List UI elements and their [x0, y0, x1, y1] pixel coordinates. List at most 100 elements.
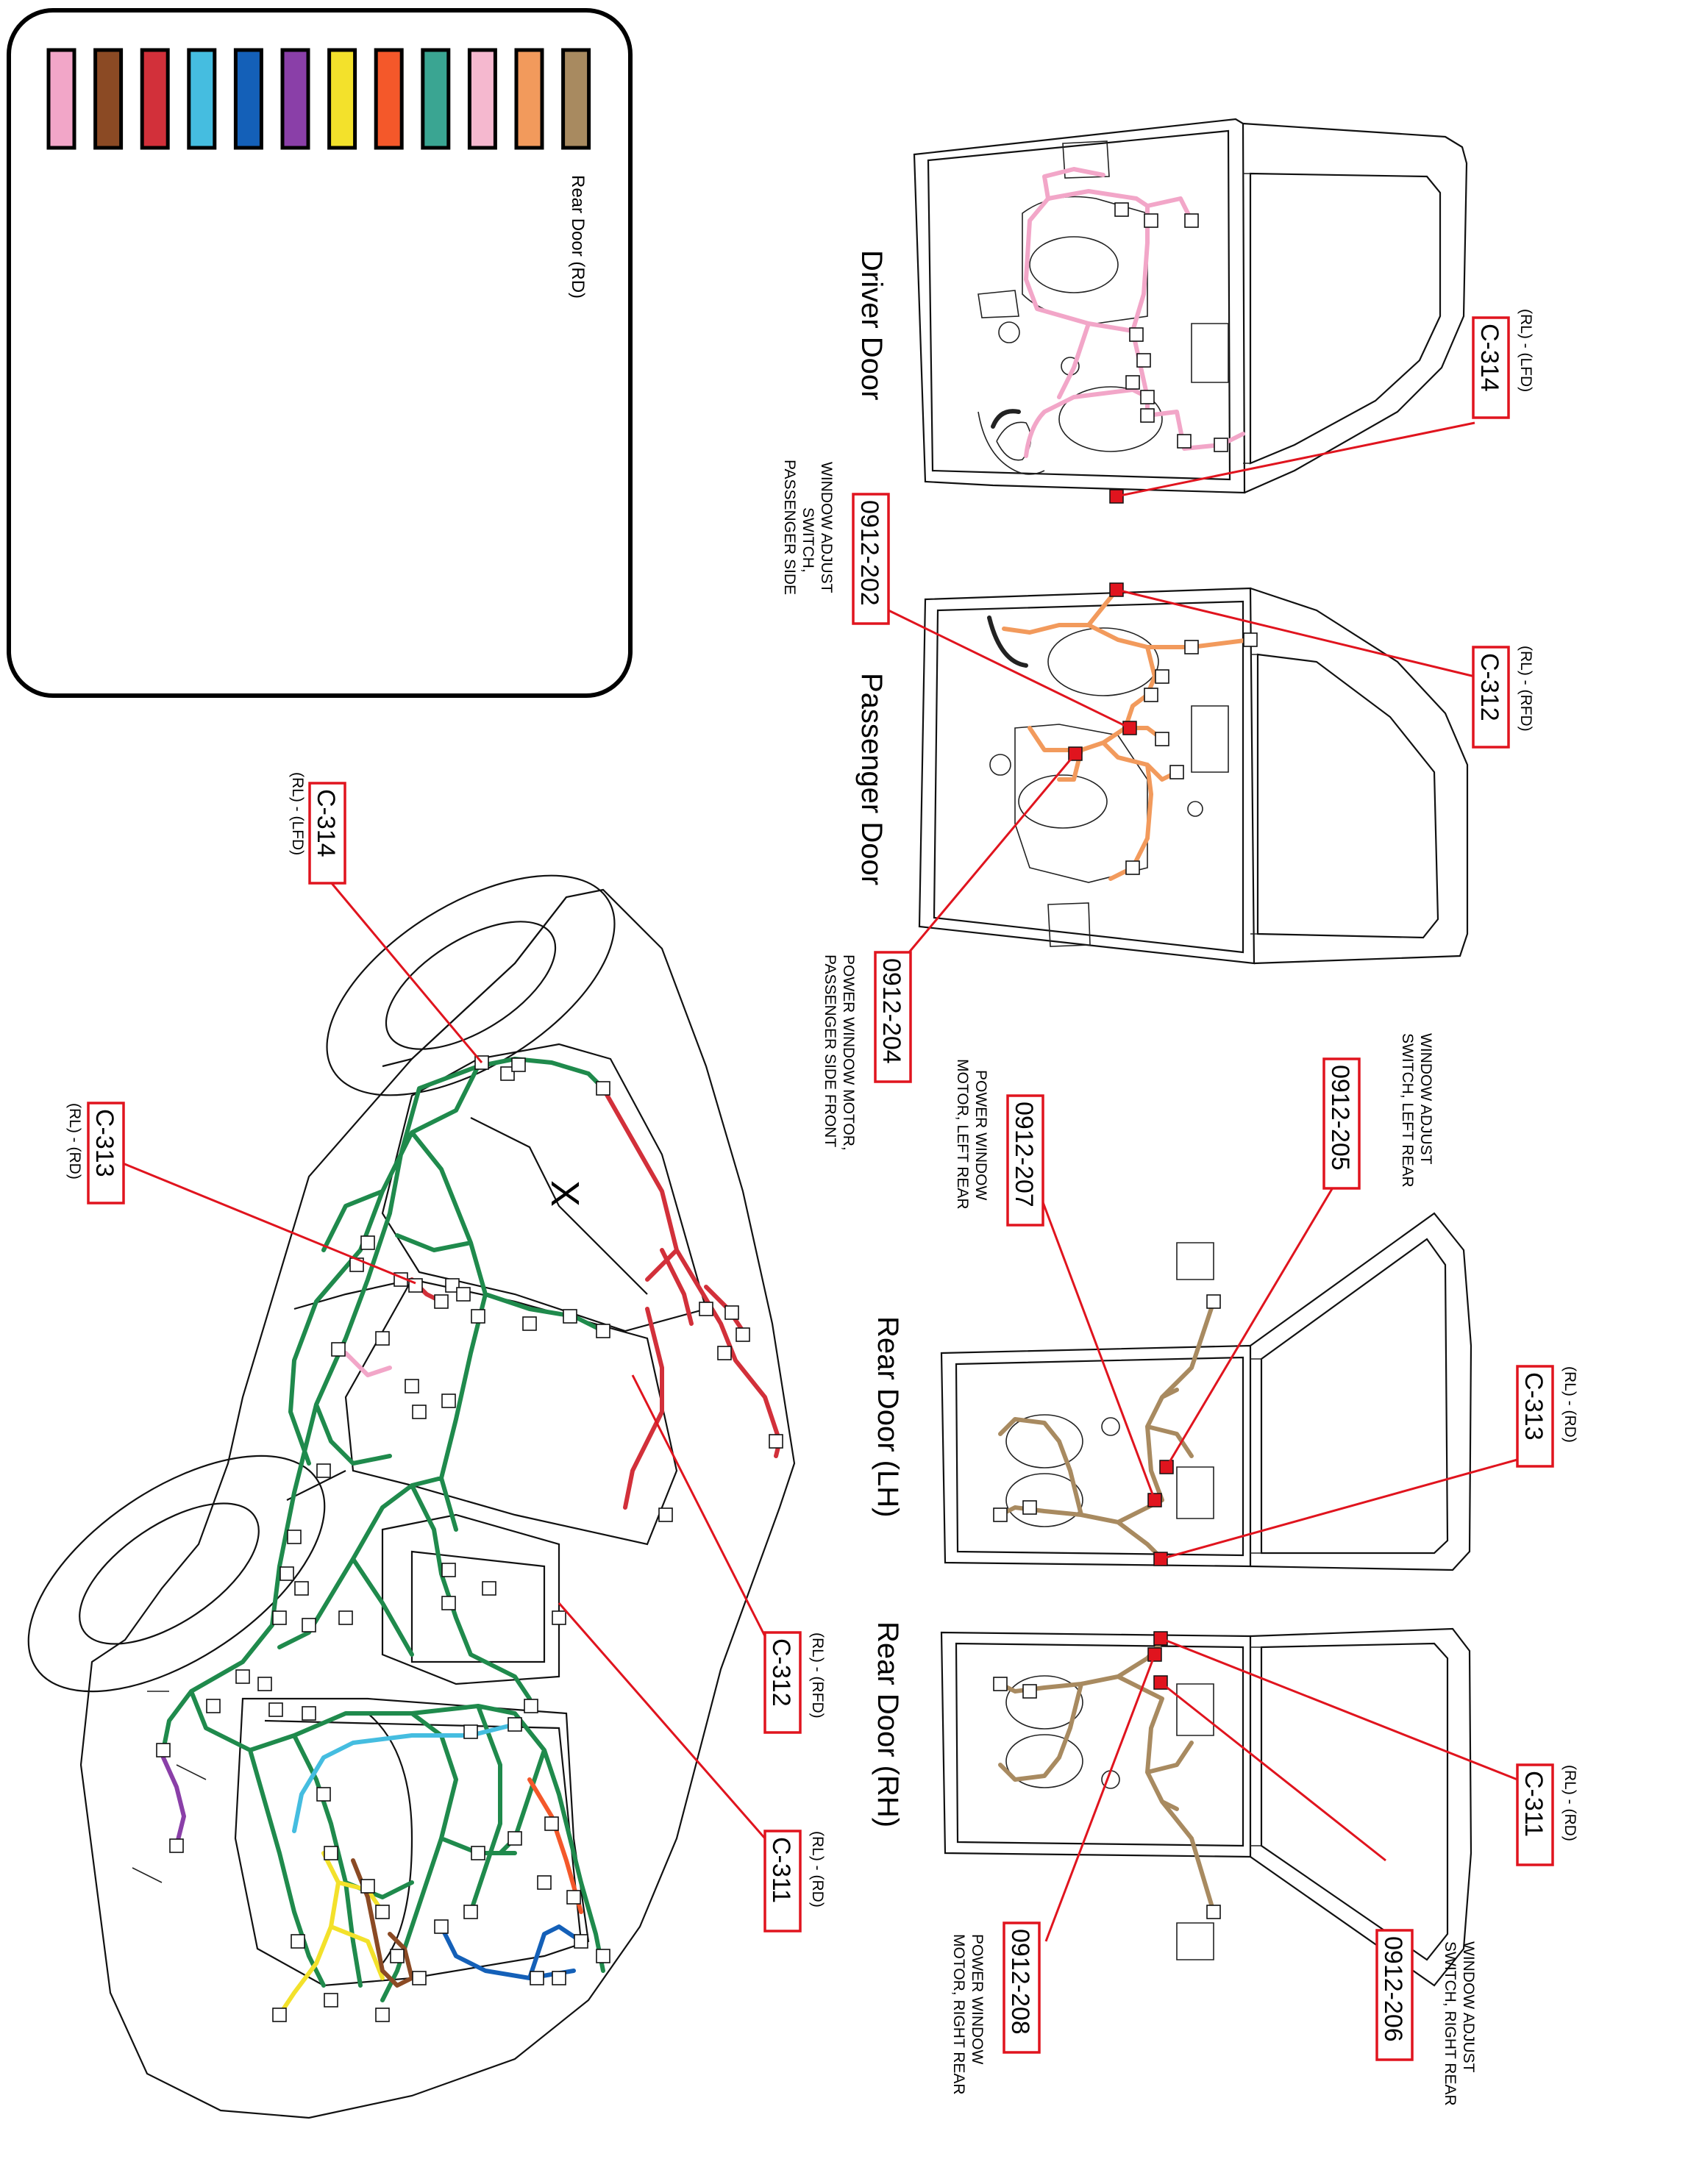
svg-text:(RL) - (RD): (RL) - (RD) — [809, 1831, 826, 1908]
door-harness-connector — [1125, 860, 1140, 875]
svg-text:PASSENGER SIDE FRONT: PASSENGER SIDE FRONT — [822, 954, 838, 1147]
harness-connector — [279, 1566, 294, 1581]
door-harness-connector — [1144, 213, 1158, 228]
legend-swatch — [93, 48, 124, 150]
legend-box — [7, 8, 633, 698]
harness-connector — [463, 1905, 478, 1919]
svg-text:C-311: C-311 — [767, 1837, 795, 1903]
svg-text:PASSENGER SIDE: PASSENGER SIDE — [781, 460, 798, 595]
svg-text:POWER WINDOW MOTOR,: POWER WINDOW MOTOR, — [840, 954, 857, 1151]
harness-connector — [272, 1610, 287, 1625]
legend-swatch — [233, 48, 263, 150]
harness-connector — [287, 1530, 302, 1544]
svg-text:POWER WINDOW: POWER WINDOW — [972, 1070, 989, 1200]
door-harness-connector — [1169, 765, 1184, 779]
harness-connector — [511, 1057, 526, 1072]
body-harness — [161, 1057, 605, 2002]
door-harness-connector — [1129, 327, 1144, 342]
harness-connector — [456, 1287, 471, 1302]
harness-connector — [169, 1838, 184, 1853]
harness-connector — [508, 1831, 522, 1846]
door-harness-connector — [993, 1677, 1008, 1691]
door-harness-connector — [1140, 390, 1155, 404]
door-harness-connector — [1243, 632, 1258, 647]
harness-connector — [324, 1993, 338, 2008]
harness-connector — [302, 1706, 316, 1721]
legend-caption: Rear Door (RD) — [568, 175, 588, 299]
door-harness-connector — [1022, 1500, 1037, 1515]
door-harness-connector — [1136, 353, 1151, 368]
body-x-mark: X — [543, 1180, 587, 1207]
harness-connector — [544, 1816, 559, 1831]
door-harness-connector — [1155, 669, 1169, 684]
harness-connector — [441, 1596, 456, 1610]
driver-door-label: Driver Door — [855, 250, 888, 400]
harness-connector — [375, 1905, 390, 1919]
harness-connector — [445, 1278, 460, 1293]
harness-connector — [596, 1949, 610, 1963]
callout-c312-door: C-312 (RL) - (RFD) — [1472, 646, 1534, 749]
rear-lh-label: Rear Door (LH) — [872, 1316, 904, 1517]
harness-connector — [316, 1463, 331, 1478]
svg-text:(RL) - (RD): (RL) - (RD) — [1561, 1765, 1578, 1841]
callout-c313-body: C-313 (RL) - (RD) — [66, 1102, 125, 1205]
door-harness-connector — [1125, 375, 1140, 390]
harness-connector — [717, 1346, 732, 1360]
harness-connector — [530, 1971, 544, 1985]
harness-connector — [375, 1331, 390, 1346]
harness-connector — [338, 1610, 353, 1625]
body-yellow-harness — [277, 1851, 385, 2017]
rear-rh-harness — [998, 1639, 1216, 1914]
harness-connector — [441, 1563, 456, 1577]
harness-connector — [268, 1702, 283, 1717]
harness-connector — [302, 1618, 316, 1632]
svg-text:WINDOW ADJUST: WINDOW ADJUST — [1460, 1941, 1477, 2073]
callout-c311-body: C-311 (RL) - (RD) — [763, 1830, 826, 1933]
callout-c312-body: C-312 (RL) - (RFD) — [763, 1631, 826, 1734]
harness-connector — [596, 1081, 610, 1096]
harness-connector — [434, 1919, 449, 1934]
color-legend: Rear Door (RD) — [7, 8, 633, 698]
svg-text:0912-206: 0912-206 — [1379, 1936, 1407, 2042]
legend-swatch — [327, 48, 357, 150]
harness-connector — [316, 1787, 331, 1802]
legend-swatch — [46, 48, 76, 150]
door-harness-connector — [993, 1507, 1008, 1522]
harness-connector — [482, 1581, 496, 1596]
legend-swatches — [46, 48, 591, 150]
harness-connector — [471, 1309, 485, 1324]
harness-connector — [463, 1724, 478, 1739]
callout-0912-206: 0912-206 WINDOW ADJUST SWITCH, RIGHT REA… — [1375, 1929, 1477, 2106]
harness-connector — [508, 1717, 522, 1732]
body-connectors — [156, 1055, 783, 2022]
svg-text:C-312: C-312 — [767, 1638, 795, 1707]
svg-text:(RL) - (LFD): (RL) - (LFD) — [1517, 309, 1534, 392]
vehicle-body: X — [27, 874, 796, 2119]
harness-connector — [524, 1699, 538, 1713]
svg-text:0912-205: 0912-205 — [1326, 1065, 1354, 1171]
harness-connector — [552, 1610, 566, 1625]
callout-0912-207: 0912-207 POWER WINDOW MOTOR, LEFT REAR — [954, 1059, 1044, 1227]
legend-swatch — [280, 48, 310, 150]
svg-text:WINDOW ADJUST: WINDOW ADJUST — [818, 462, 835, 593]
harness-connector — [471, 1846, 485, 1860]
harness-connector — [272, 2008, 287, 2022]
harness-connector — [360, 1879, 375, 1894]
svg-text:WINDOW ADJUST: WINDOW ADJUST — [1417, 1033, 1434, 1165]
harness-connector — [500, 1066, 515, 1081]
rear-lh-harness — [998, 1299, 1216, 1561]
harness-connector — [360, 1235, 375, 1250]
harness-connector — [412, 1405, 427, 1419]
svg-text:0912-202: 0912-202 — [855, 500, 883, 606]
harness-connector — [434, 1294, 449, 1309]
rear-rh-label: Rear Door (RH) — [872, 1621, 904, 1827]
harness-connector — [552, 1971, 566, 1985]
harness-connector — [574, 1934, 588, 1949]
harness-connector — [291, 1934, 305, 1949]
harness-connector — [563, 1309, 577, 1324]
door-harness-connector — [1184, 213, 1199, 228]
harness-connector — [324, 1846, 338, 1860]
leader-lines — [110, 421, 1518, 1942]
harness-connector — [566, 1890, 581, 1905]
